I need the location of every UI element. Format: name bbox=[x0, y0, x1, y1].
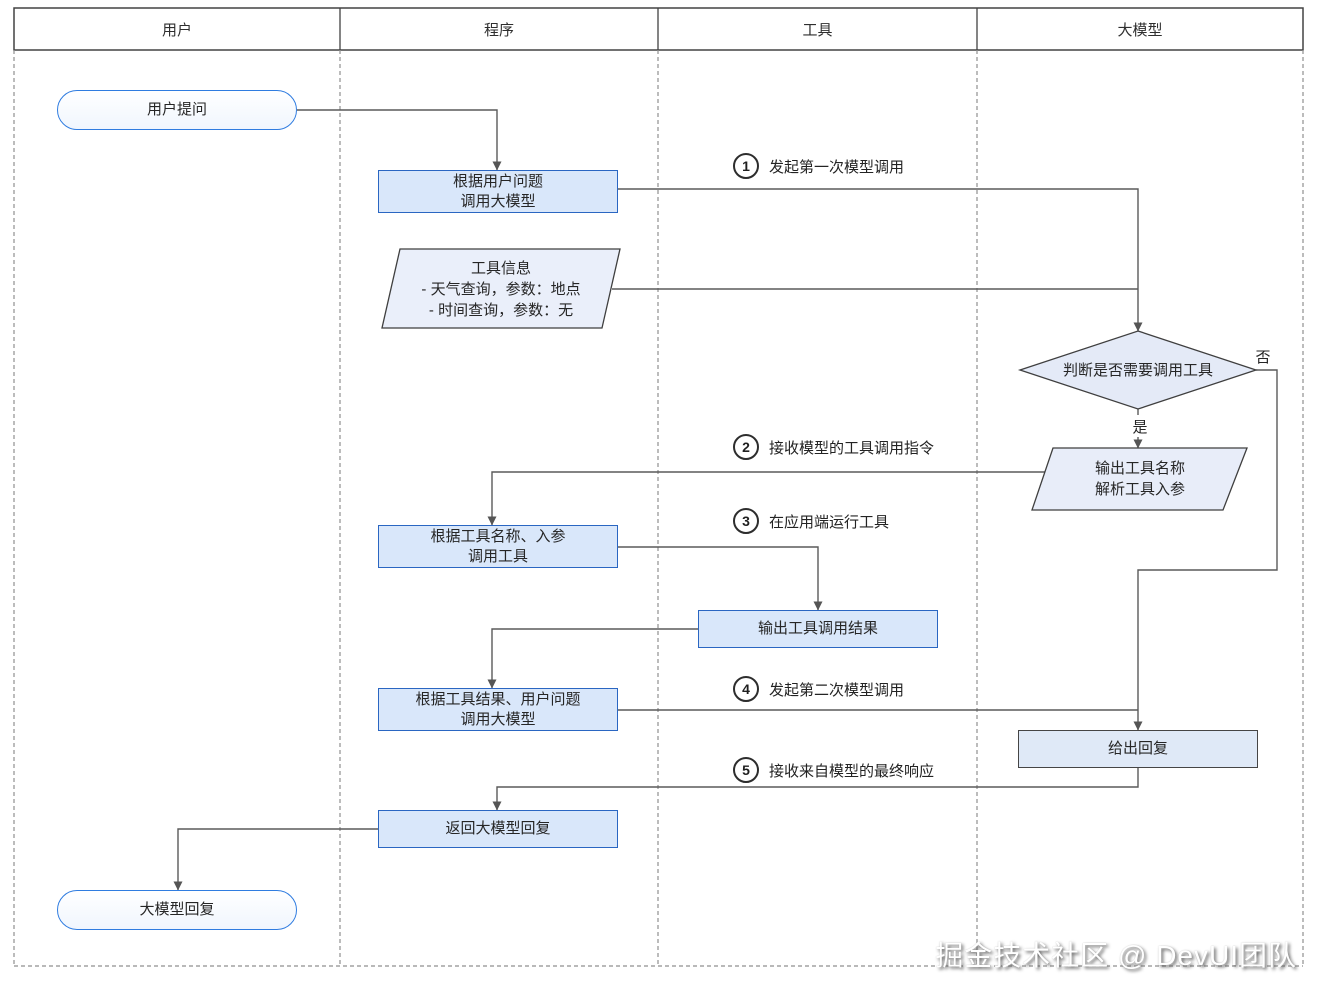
step-1: 1 发起第一次模型调用 bbox=[733, 152, 904, 180]
tool-info-parallelogram-shape bbox=[381, 248, 621, 329]
connector-tool-result-to-call-model-second bbox=[487, 628, 698, 689]
node-end: 大模型回复 bbox=[57, 890, 297, 930]
step-3-number-badge: 3 bbox=[733, 508, 759, 534]
node-call-model-second: 根据工具结果、用户问题 调用大模型 bbox=[378, 688, 618, 731]
connector-return-reply-to-end bbox=[173, 828, 378, 891]
node-start: 用户提问 bbox=[57, 90, 297, 130]
step-3-label: 在应用端运行工具 bbox=[769, 513, 890, 531]
lane-header-program: 程序 bbox=[340, 8, 658, 50]
connector-output-tool-to-call-tool bbox=[487, 471, 1046, 526]
step-5-number-badge: 5 bbox=[733, 757, 759, 783]
watermark-text: 掘金技术社区 @ DevUI团队 bbox=[935, 940, 1297, 971]
node-call-model-first: 根据用户问题 调用大模型 bbox=[378, 170, 618, 213]
branch-no-label: 否 bbox=[1249, 345, 1277, 367]
lane-header-user: 用户 bbox=[14, 8, 340, 50]
step-2-number-badge: 2 bbox=[733, 434, 759, 460]
step-5-label: 接收来自模型的最终响应 bbox=[769, 762, 935, 780]
step-2-label: 接收模型的工具调用指令 bbox=[769, 439, 935, 457]
step-5: 5 接收来自模型的最终响应 bbox=[733, 756, 934, 784]
step-2: 2 接收模型的工具调用指令 bbox=[733, 433, 934, 461]
connector-call-model-first-to-decision bbox=[618, 188, 1143, 332]
connector-decision-no-to-give-reply bbox=[1133, 369, 1278, 731]
step-1-number-badge: 1 bbox=[733, 153, 759, 179]
lane-header-program-label: 程序 bbox=[483, 21, 514, 39]
node-return-reply: 返回大模型回复 bbox=[378, 810, 618, 848]
step-1-label: 发起第一次模型调用 bbox=[769, 158, 905, 176]
lane-header-model-label: 大模型 bbox=[1117, 21, 1163, 39]
node-give-reply: 给出回复 bbox=[1018, 730, 1258, 768]
step-4-label: 发起第二次模型调用 bbox=[769, 681, 905, 699]
step-4: 4 发起第二次模型调用 bbox=[733, 675, 904, 703]
connector-call-tool-to-tool-result bbox=[618, 546, 823, 611]
decision-diamond-shape bbox=[1017, 330, 1259, 410]
connector-give-reply-to-return-reply bbox=[492, 768, 1139, 811]
lane-header-tool: 工具 bbox=[658, 8, 977, 50]
connector-start-to-call-model-first bbox=[297, 109, 502, 171]
node-tool-result: 输出工具调用结果 bbox=[698, 610, 938, 648]
lane-header-tool-label: 工具 bbox=[802, 21, 833, 39]
step-3: 3 在应用端运行工具 bbox=[733, 507, 889, 535]
output-tool-parallelogram-shape bbox=[1031, 447, 1248, 511]
lane-header-user-label: 用户 bbox=[161, 21, 192, 39]
node-call-tool: 根据工具名称、入参 调用工具 bbox=[378, 525, 618, 568]
lane-header-model: 大模型 bbox=[977, 8, 1303, 50]
branch-yes-label: 是 bbox=[1126, 415, 1154, 437]
step-4-number-badge: 4 bbox=[733, 676, 759, 702]
